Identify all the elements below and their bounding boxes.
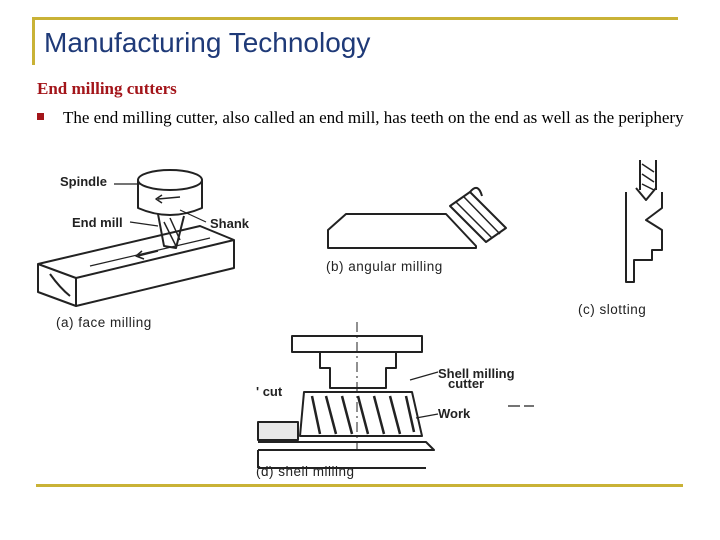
- caption-angular-milling: (b) angular milling: [326, 259, 443, 274]
- label-end-mill: End mill: [72, 215, 123, 230]
- slide-frame-top: [32, 17, 678, 20]
- section-heading: End milling cutters: [37, 79, 177, 98]
- label-spindle: Spindle: [60, 174, 107, 189]
- end-milling-figure: Spindle End mill Shank Shell milling cut…: [37, 160, 663, 479]
- slide-frame-bottom: [36, 484, 683, 487]
- caption-shell-milling: (d) shell milling: [256, 464, 355, 479]
- label-shank: Shank: [210, 216, 250, 231]
- label-work: Work: [438, 406, 471, 421]
- slide-title: Manufacturing Technology: [44, 27, 371, 58]
- label-shell-milling-cutter-2: cutter: [448, 376, 484, 391]
- bullet-text: The end milling cutter, also called an e…: [63, 108, 684, 127]
- face-milling-diagram: [37, 169, 235, 307]
- caption-slotting: (c) slotting: [578, 302, 646, 317]
- label-cut: ' cut: [256, 384, 283, 399]
- slotting-diagram: [625, 160, 663, 283]
- caption-face-milling: (a) face milling: [56, 315, 152, 330]
- shell-milling-diagram: [257, 322, 534, 469]
- angular-milling-diagram: [327, 186, 507, 249]
- bullet-square-icon: [37, 113, 44, 120]
- slide-frame-left: [32, 17, 35, 65]
- label-shell-milling-cutter-1: Shell milling: [438, 366, 515, 381]
